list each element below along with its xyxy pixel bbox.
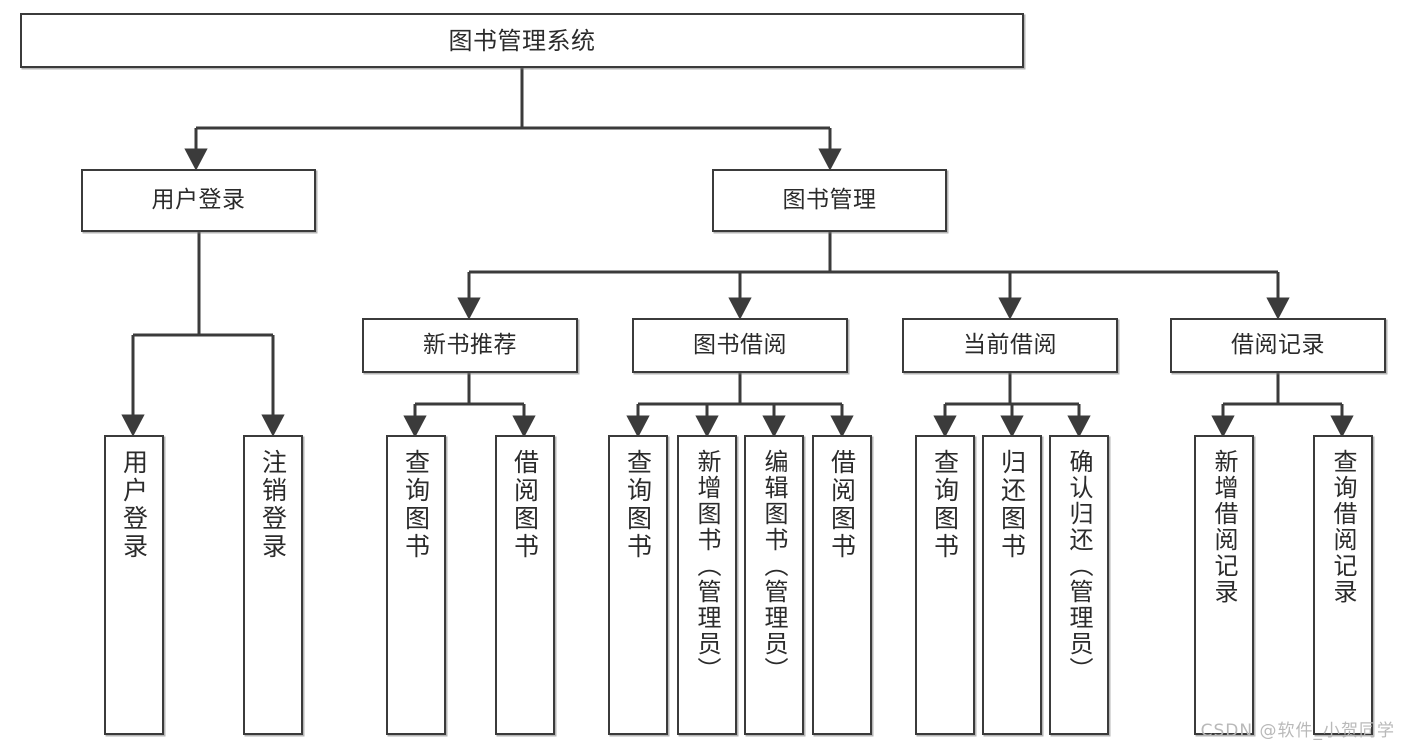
node-root-book-management-system[interactable]: 图书管理系统: [20, 13, 1024, 68]
node-leaf-add-book-admin[interactable]: 新增图书（管理员）: [677, 435, 737, 735]
node-book-borrow[interactable]: 图书借阅: [632, 318, 848, 373]
node-label: 用户登录: [151, 187, 246, 214]
node-label: 用户登录: [119, 449, 149, 561]
watermark: CSDN @软件_小贺同学: [1200, 721, 1395, 741]
node-leaf-return-book[interactable]: 归还图书: [982, 435, 1042, 735]
node-label: 图书借阅: [693, 332, 787, 359]
node-leaf-query-book-borrow[interactable]: 查询图书: [608, 435, 668, 735]
node-leaf-query-borrow-record[interactable]: 查询借阅记录: [1313, 435, 1373, 735]
node-label: 查询借阅记录: [1329, 449, 1357, 605]
node-label: 借阅图书: [510, 449, 540, 561]
node-label: 新增图书（管理员）: [693, 449, 721, 683]
node-leaf-confirm-return-admin[interactable]: 确认归还（管理员）: [1049, 435, 1109, 735]
node-leaf-query-book-recommend[interactable]: 查询图书: [386, 435, 446, 735]
node-label: 归还图书: [997, 449, 1027, 561]
node-label: 查询图书: [623, 449, 653, 561]
node-label: 查询图书: [401, 449, 431, 561]
node-label: 查询图书: [930, 449, 960, 561]
node-leaf-borrow-book-recommend[interactable]: 借阅图书: [495, 435, 555, 735]
node-label: 借阅图书: [827, 449, 857, 561]
node-leaf-edit-book-admin[interactable]: 编辑图书（管理员）: [744, 435, 804, 735]
node-leaf-borrow-book[interactable]: 借阅图书: [812, 435, 872, 735]
node-user-login[interactable]: 用户登录: [81, 169, 316, 232]
node-leaf-add-borrow-record[interactable]: 新增借阅记录: [1194, 435, 1254, 735]
node-label: 编辑图书（管理员）: [760, 449, 788, 683]
node-label: 注销登录: [258, 449, 288, 561]
node-current-borrow[interactable]: 当前借阅: [902, 318, 1118, 373]
node-label: 借阅记录: [1231, 332, 1325, 359]
node-new-book-recommendation[interactable]: 新书推荐: [362, 318, 578, 373]
node-leaf-query-book-current[interactable]: 查询图书: [915, 435, 975, 735]
node-label: 图书管理: [782, 187, 877, 214]
node-borrow-record[interactable]: 借阅记录: [1170, 318, 1386, 373]
node-label: 新增借阅记录: [1210, 449, 1238, 605]
node-label: 确认归还（管理员）: [1065, 449, 1093, 683]
node-leaf-user-login[interactable]: 用户登录: [104, 435, 164, 735]
node-label: 当前借阅: [963, 332, 1057, 359]
node-label: 图书管理系统: [448, 26, 596, 55]
node-book-management[interactable]: 图书管理: [712, 169, 947, 232]
node-leaf-logout[interactable]: 注销登录: [243, 435, 303, 735]
node-label: 新书推荐: [423, 332, 517, 359]
